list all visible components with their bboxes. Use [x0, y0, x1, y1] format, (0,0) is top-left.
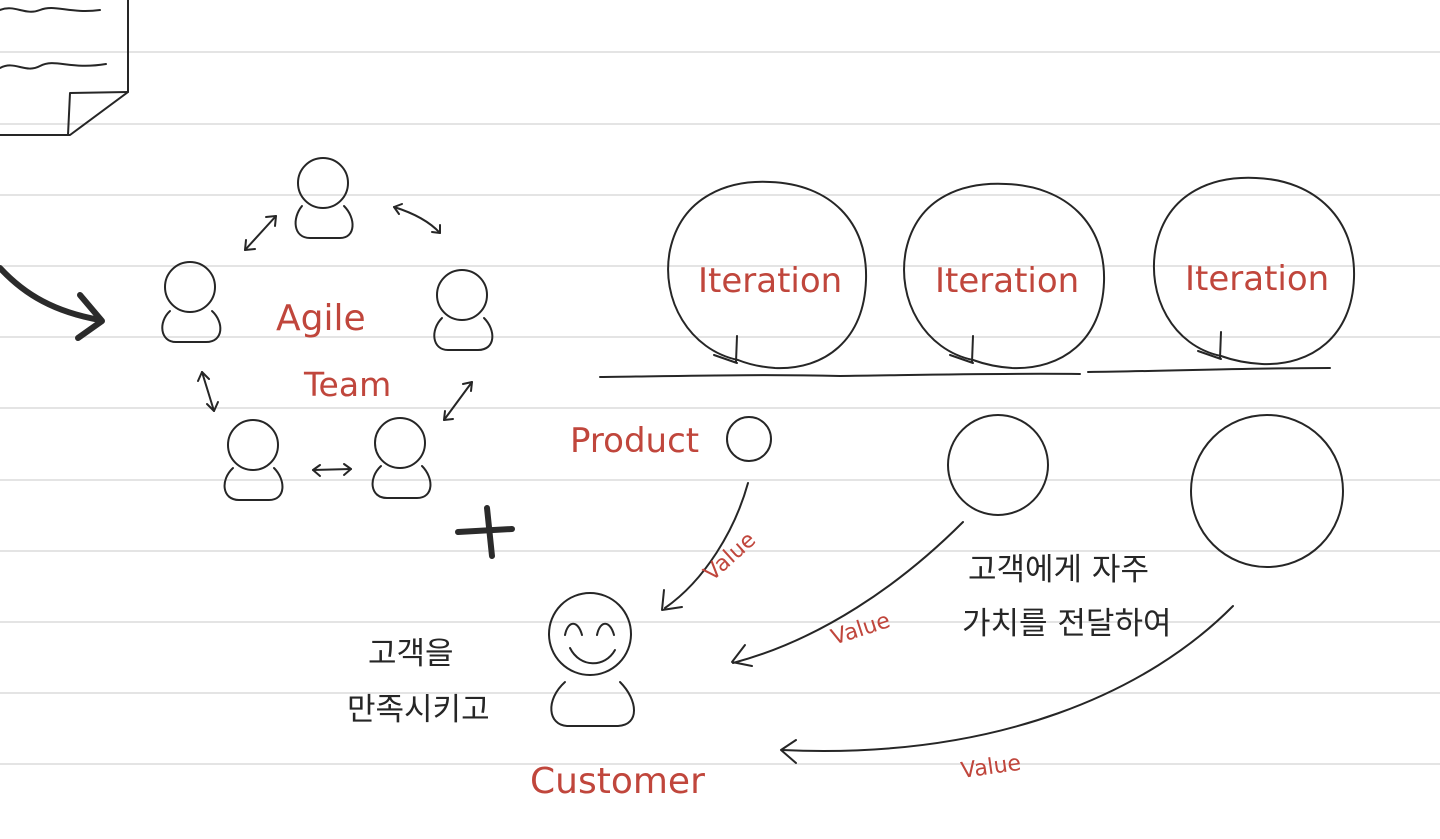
- double-arrow-icons: [197, 203, 473, 477]
- value-arrow-1: [661, 482, 749, 611]
- team-member-left: [161, 261, 222, 343]
- curved-arrow-icon: [0, 265, 105, 341]
- team-member-bottom-left: [223, 419, 284, 501]
- value-label-3: Value: [959, 751, 1022, 784]
- customer-icon: [548, 592, 635, 727]
- team-member-top: [294, 157, 354, 239]
- note-left-line2: 만족시키고: [347, 692, 490, 728]
- note-left-line1: 고객을: [368, 636, 454, 672]
- value-label-1: Value: [699, 527, 761, 586]
- iteration-label-3: Iteration: [1185, 259, 1329, 299]
- value-arrow-3: [780, 605, 1234, 764]
- value-arrow-2: [731, 521, 964, 667]
- ruled-lines: [0, 51, 1440, 765]
- plus-icon: [455, 505, 515, 559]
- iteration-loop-2: [839, 182, 1106, 377]
- note-right-line2: 가치를 전달하여: [962, 606, 1172, 642]
- product-circle-large: [1190, 414, 1344, 568]
- team-member-bottom-right: [371, 417, 432, 499]
- customer-label: Customer: [530, 761, 705, 802]
- team-member-right: [433, 269, 494, 351]
- product-label: Product: [570, 421, 699, 461]
- document-icon: [0, 0, 129, 136]
- iteration-loop-3: [1087, 176, 1356, 373]
- iteration-label-1: Iteration: [698, 261, 842, 301]
- team-label: Team: [303, 365, 391, 404]
- product-circle-medium: [947, 414, 1049, 516]
- product-circle-small: [726, 416, 772, 462]
- iteration-label-2: Iteration: [935, 261, 1079, 301]
- agile-label: Agile: [276, 298, 366, 339]
- note-right-line1: 고객에게 자주: [968, 552, 1149, 588]
- iteration-loop-1: [599, 180, 868, 378]
- value-label-2: Value: [828, 608, 893, 650]
